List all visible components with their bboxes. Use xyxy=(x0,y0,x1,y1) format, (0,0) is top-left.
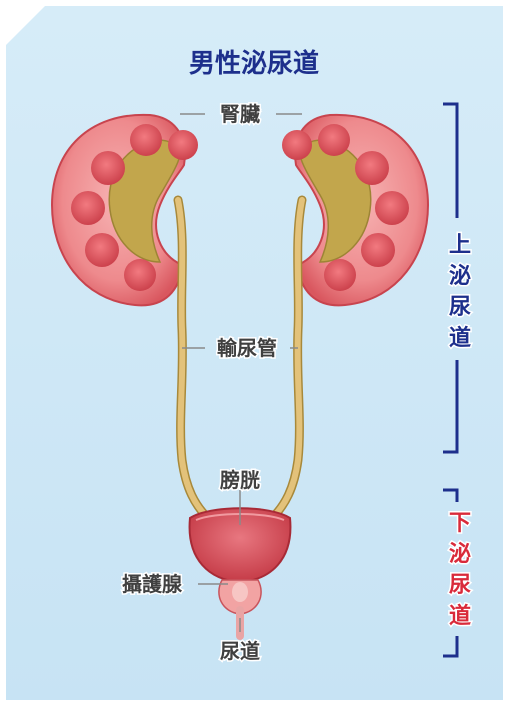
upper-tract-char-2: 泌 xyxy=(449,263,471,289)
upper-tract-char-4: 道 xyxy=(449,325,471,351)
urethra-label: 尿道 xyxy=(220,639,260,663)
lower-tract-char-3: 尿 xyxy=(449,573,471,598)
kidney-label: 腎臟 xyxy=(220,102,260,126)
lower-tract-char-2: 泌 xyxy=(449,541,471,567)
upper-tract-char-1: 上 xyxy=(449,233,471,258)
ureter-label: 輸尿管 xyxy=(217,336,277,360)
prostate-label: 攝護腺 xyxy=(122,572,183,596)
lower-tract-char-1: 下 xyxy=(449,511,471,536)
diagram-title: 男性泌尿道 xyxy=(189,48,319,79)
upper-tract-char-3: 尿 xyxy=(449,295,471,320)
lower-tract-char-4: 道 xyxy=(449,603,471,629)
bladder-label: 膀胱 xyxy=(219,468,260,492)
